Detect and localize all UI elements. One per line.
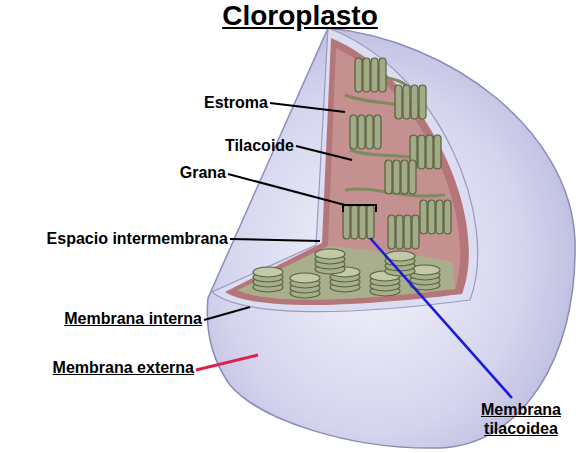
granum-stack xyxy=(315,249,345,274)
outer-membrane-shell xyxy=(207,28,575,448)
leader-line xyxy=(196,355,258,370)
inner-membrane-layer xyxy=(225,38,469,305)
part-label: Grana xyxy=(140,163,226,182)
leader-line xyxy=(370,238,512,398)
granum-stack xyxy=(410,265,440,290)
granum-stack xyxy=(388,215,419,249)
diagram-title: Cloroplasto xyxy=(150,0,450,32)
granum-stack xyxy=(395,85,426,119)
granum-stack xyxy=(253,267,283,292)
part-label: Tilacoide xyxy=(180,136,294,155)
part-label: Estroma xyxy=(170,93,268,112)
granum-stack xyxy=(350,115,381,149)
granum-stack xyxy=(420,200,451,234)
granum-stack xyxy=(355,58,386,92)
part-label: Membrana tilacoidea xyxy=(466,400,576,438)
part-label: Espacio intermembrana xyxy=(2,229,228,248)
granum-stack xyxy=(343,205,374,239)
granum-stack xyxy=(290,273,320,298)
leader-line xyxy=(230,239,320,241)
leader-line xyxy=(296,146,352,160)
granum-stack xyxy=(385,160,416,194)
stroma-face xyxy=(238,48,460,300)
grana-bracket xyxy=(343,205,376,212)
part-label: Membrana externa xyxy=(2,358,194,377)
leader-line xyxy=(270,103,345,112)
leader-line xyxy=(228,174,345,205)
stroma-floor xyxy=(238,246,455,300)
part-label: Membrana interna xyxy=(10,309,202,328)
leader-line xyxy=(204,307,250,320)
intermembrane-layer xyxy=(212,28,478,312)
